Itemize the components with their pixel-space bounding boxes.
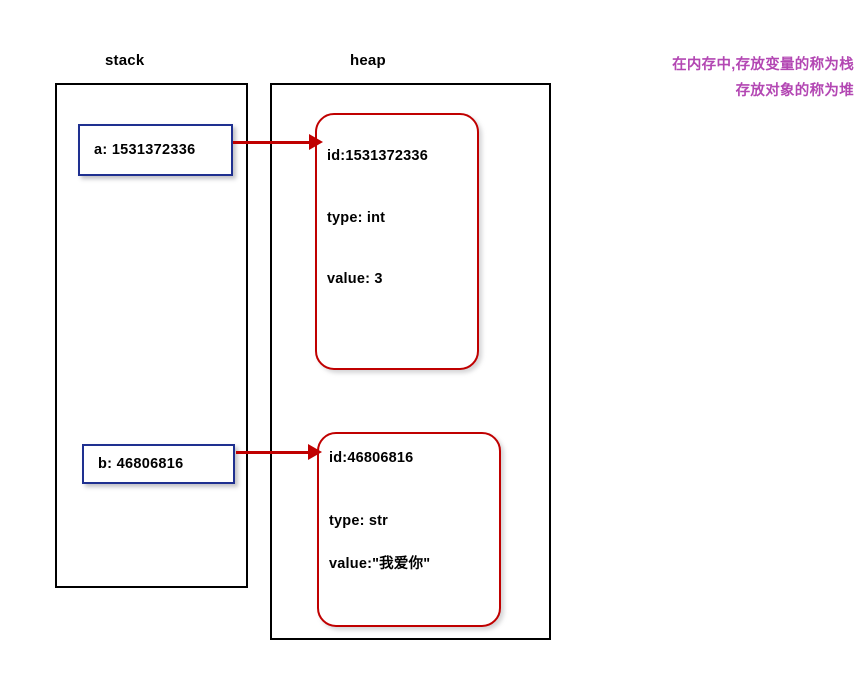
- heap-object-str: id:46806816 type: str value:"我爱你": [317, 432, 501, 627]
- arrow-shaft-icon: [233, 140, 311, 144]
- arrow-head-icon: [308, 444, 322, 460]
- heap-object-str-id: id:46806816: [329, 450, 414, 466]
- stack-column-label: stack: [105, 52, 145, 69]
- arrow-a-to-int-object: [233, 134, 323, 150]
- annotation-line-1: 在内存中,存放变量的称为栈: [672, 57, 854, 73]
- heap-object-int-value: value: 3: [327, 271, 383, 287]
- heap-object-int-type: type: int: [327, 210, 386, 226]
- heap-column-label: heap: [350, 52, 386, 69]
- annotation-note: 在内存中,存放变量的称为栈 存放对象的称为堆: [596, 52, 854, 104]
- annotation-line-2: 存放对象的称为堆: [735, 83, 854, 99]
- stack-variable-a: a: 1531372336: [78, 124, 233, 176]
- heap-object-str-value: value:"我爱你": [329, 556, 431, 572]
- heap-object-int-id: id:1531372336: [327, 148, 428, 164]
- stack-variable-a-label: a: 1531372336: [94, 142, 196, 158]
- arrow-shaft-icon: [236, 450, 310, 454]
- arrow-head-icon: [309, 134, 323, 150]
- arrow-b-to-str-object: [236, 444, 323, 460]
- stack-variable-b: b: 46806816: [82, 444, 235, 484]
- stack-variable-b-label: b: 46806816: [98, 456, 184, 472]
- heap-object-str-type: type: str: [329, 513, 389, 529]
- heap-object-int: id:1531372336 type: int value: 3: [315, 113, 479, 370]
